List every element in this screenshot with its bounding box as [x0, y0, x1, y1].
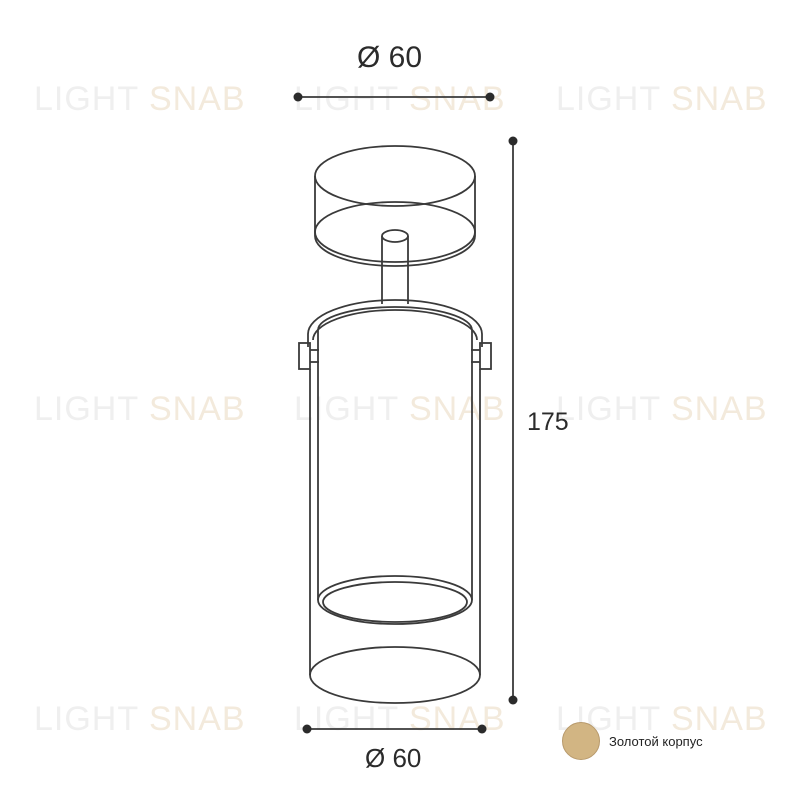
watermark: LIGHT SNAB [34, 700, 246, 738]
legend-label: Золотой корпус [609, 733, 703, 749]
height-label: 175 [527, 408, 569, 436]
watermark: LIGHT SNAB [556, 80, 768, 118]
watermark: LIGHT SNAB [556, 390, 768, 428]
top-diameter-label: Ø 60 [357, 41, 423, 74]
watermark: LIGHT SNAB [294, 700, 506, 738]
dimension-endpoint [302, 724, 312, 734]
dimension-endpoint [485, 92, 495, 102]
mounting-rod [381, 229, 409, 304]
dimension-endpoint [477, 724, 487, 734]
bracket [298, 299, 492, 370]
dimension-endpoint [508, 695, 518, 705]
color-legend: Золотой корпус [562, 722, 703, 760]
watermark: LIGHT SNAB [34, 390, 246, 428]
outer-cylinder [309, 369, 481, 704]
bottom-diameter-label: Ø 60 [365, 743, 422, 773]
gold-color-swatch [562, 722, 600, 760]
watermark: LIGHT SNAB [556, 700, 768, 738]
watermark: LIGHT SNAB [294, 390, 506, 428]
dimension-endpoint [293, 92, 303, 102]
inner-cylinder [317, 306, 473, 625]
dimension-endpoint [508, 136, 518, 146]
ceiling-base [314, 145, 476, 267]
watermark: LIGHT SNAB [34, 80, 246, 118]
